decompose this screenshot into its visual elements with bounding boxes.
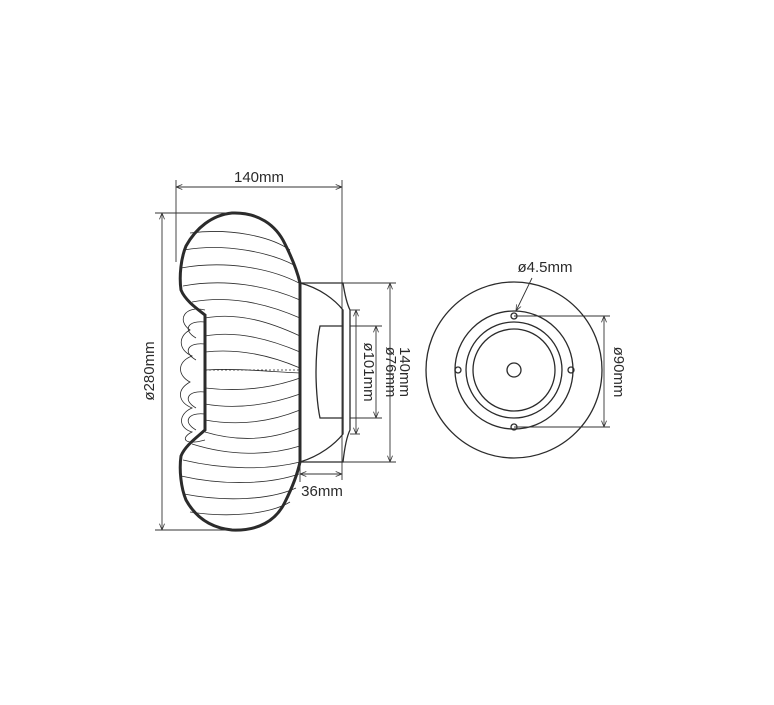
- base-ring-3: [472, 328, 556, 412]
- base-ring-2: [465, 321, 563, 419]
- hole-spacing-label: ø90mm: [610, 347, 627, 398]
- width-label: 140mm: [234, 169, 284, 186]
- screw-hole-left: [454, 366, 462, 374]
- base-mount-plate: [315, 325, 343, 419]
- base-depth-label: 36mm: [301, 483, 343, 500]
- hole-leader-line: [516, 277, 533, 311]
- center-hole: [506, 362, 522, 378]
- diameter-label: ø280mm: [141, 341, 158, 400]
- wall-base: [300, 282, 351, 463]
- screw-hole-right: [567, 366, 575, 374]
- shade-coil-detail: [180, 308, 300, 443]
- base-inner: [299, 282, 344, 463]
- mid-diameter-label: ø101mm: [360, 342, 377, 401]
- front-view: ø4.5mm ø90mm: [425, 259, 627, 459]
- hole-diameter-label: ø4.5mm: [517, 259, 572, 276]
- shade-ribs: [180, 231, 301, 516]
- base-height-label: 140mm: [396, 347, 413, 397]
- shade-outline: [178, 211, 302, 532]
- base-outer-circle: [425, 281, 603, 459]
- side-view: 140mm ø280mm 36mm ø76mm ø101mm 140mm: [141, 169, 413, 532]
